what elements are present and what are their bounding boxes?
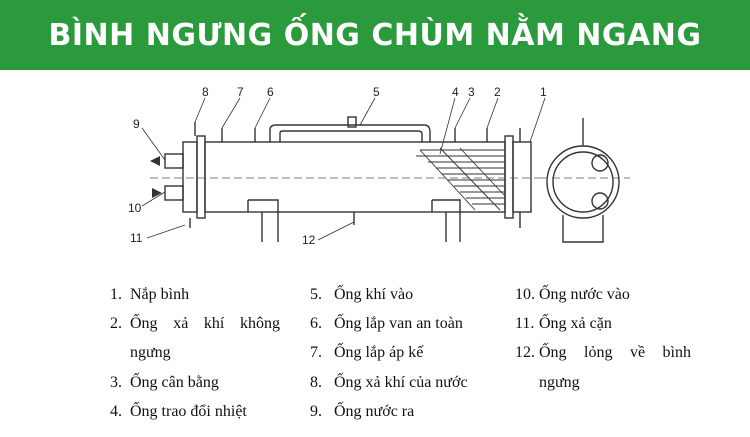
callout-5: 5: [373, 85, 380, 99]
callout-1: 1: [540, 85, 547, 99]
gas-inlet-pipe: [269, 124, 431, 142]
callout-12: 12: [302, 233, 316, 247]
callout-7: 7: [237, 85, 244, 99]
right-cover: [512, 141, 532, 213]
outlet-pipe: [164, 153, 184, 169]
right-flange: [504, 135, 514, 219]
callout-6: 6: [267, 85, 274, 99]
page-title: BÌNH NGƯNG ỐNG CHÙM NẰM NGANG: [48, 17, 702, 53]
callout-11: 11: [130, 231, 143, 245]
left-flange: [196, 135, 206, 219]
left-saddle: [247, 199, 279, 242]
tube-bundle: [416, 147, 506, 211]
right-saddle: [431, 199, 461, 242]
left-cover: [182, 141, 198, 213]
callout-2: 2: [494, 85, 501, 99]
condenser-diagram: 1 2 3 4 5 6 7 8 9 10 11 12: [128, 85, 630, 247]
title-banner: BÌNH NGƯNG ỐNG CHÙM NẰM NGANG: [0, 0, 750, 70]
callout-10: 10: [128, 201, 142, 215]
end-view-saddle: [562, 215, 604, 243]
callout-9: 9: [133, 117, 140, 131]
callout-4: 4: [452, 85, 459, 99]
callout-8: 8: [202, 85, 209, 99]
end-view-shell: [546, 145, 620, 219]
callout-3: 3: [468, 85, 475, 99]
inlet-pipe: [164, 185, 184, 201]
